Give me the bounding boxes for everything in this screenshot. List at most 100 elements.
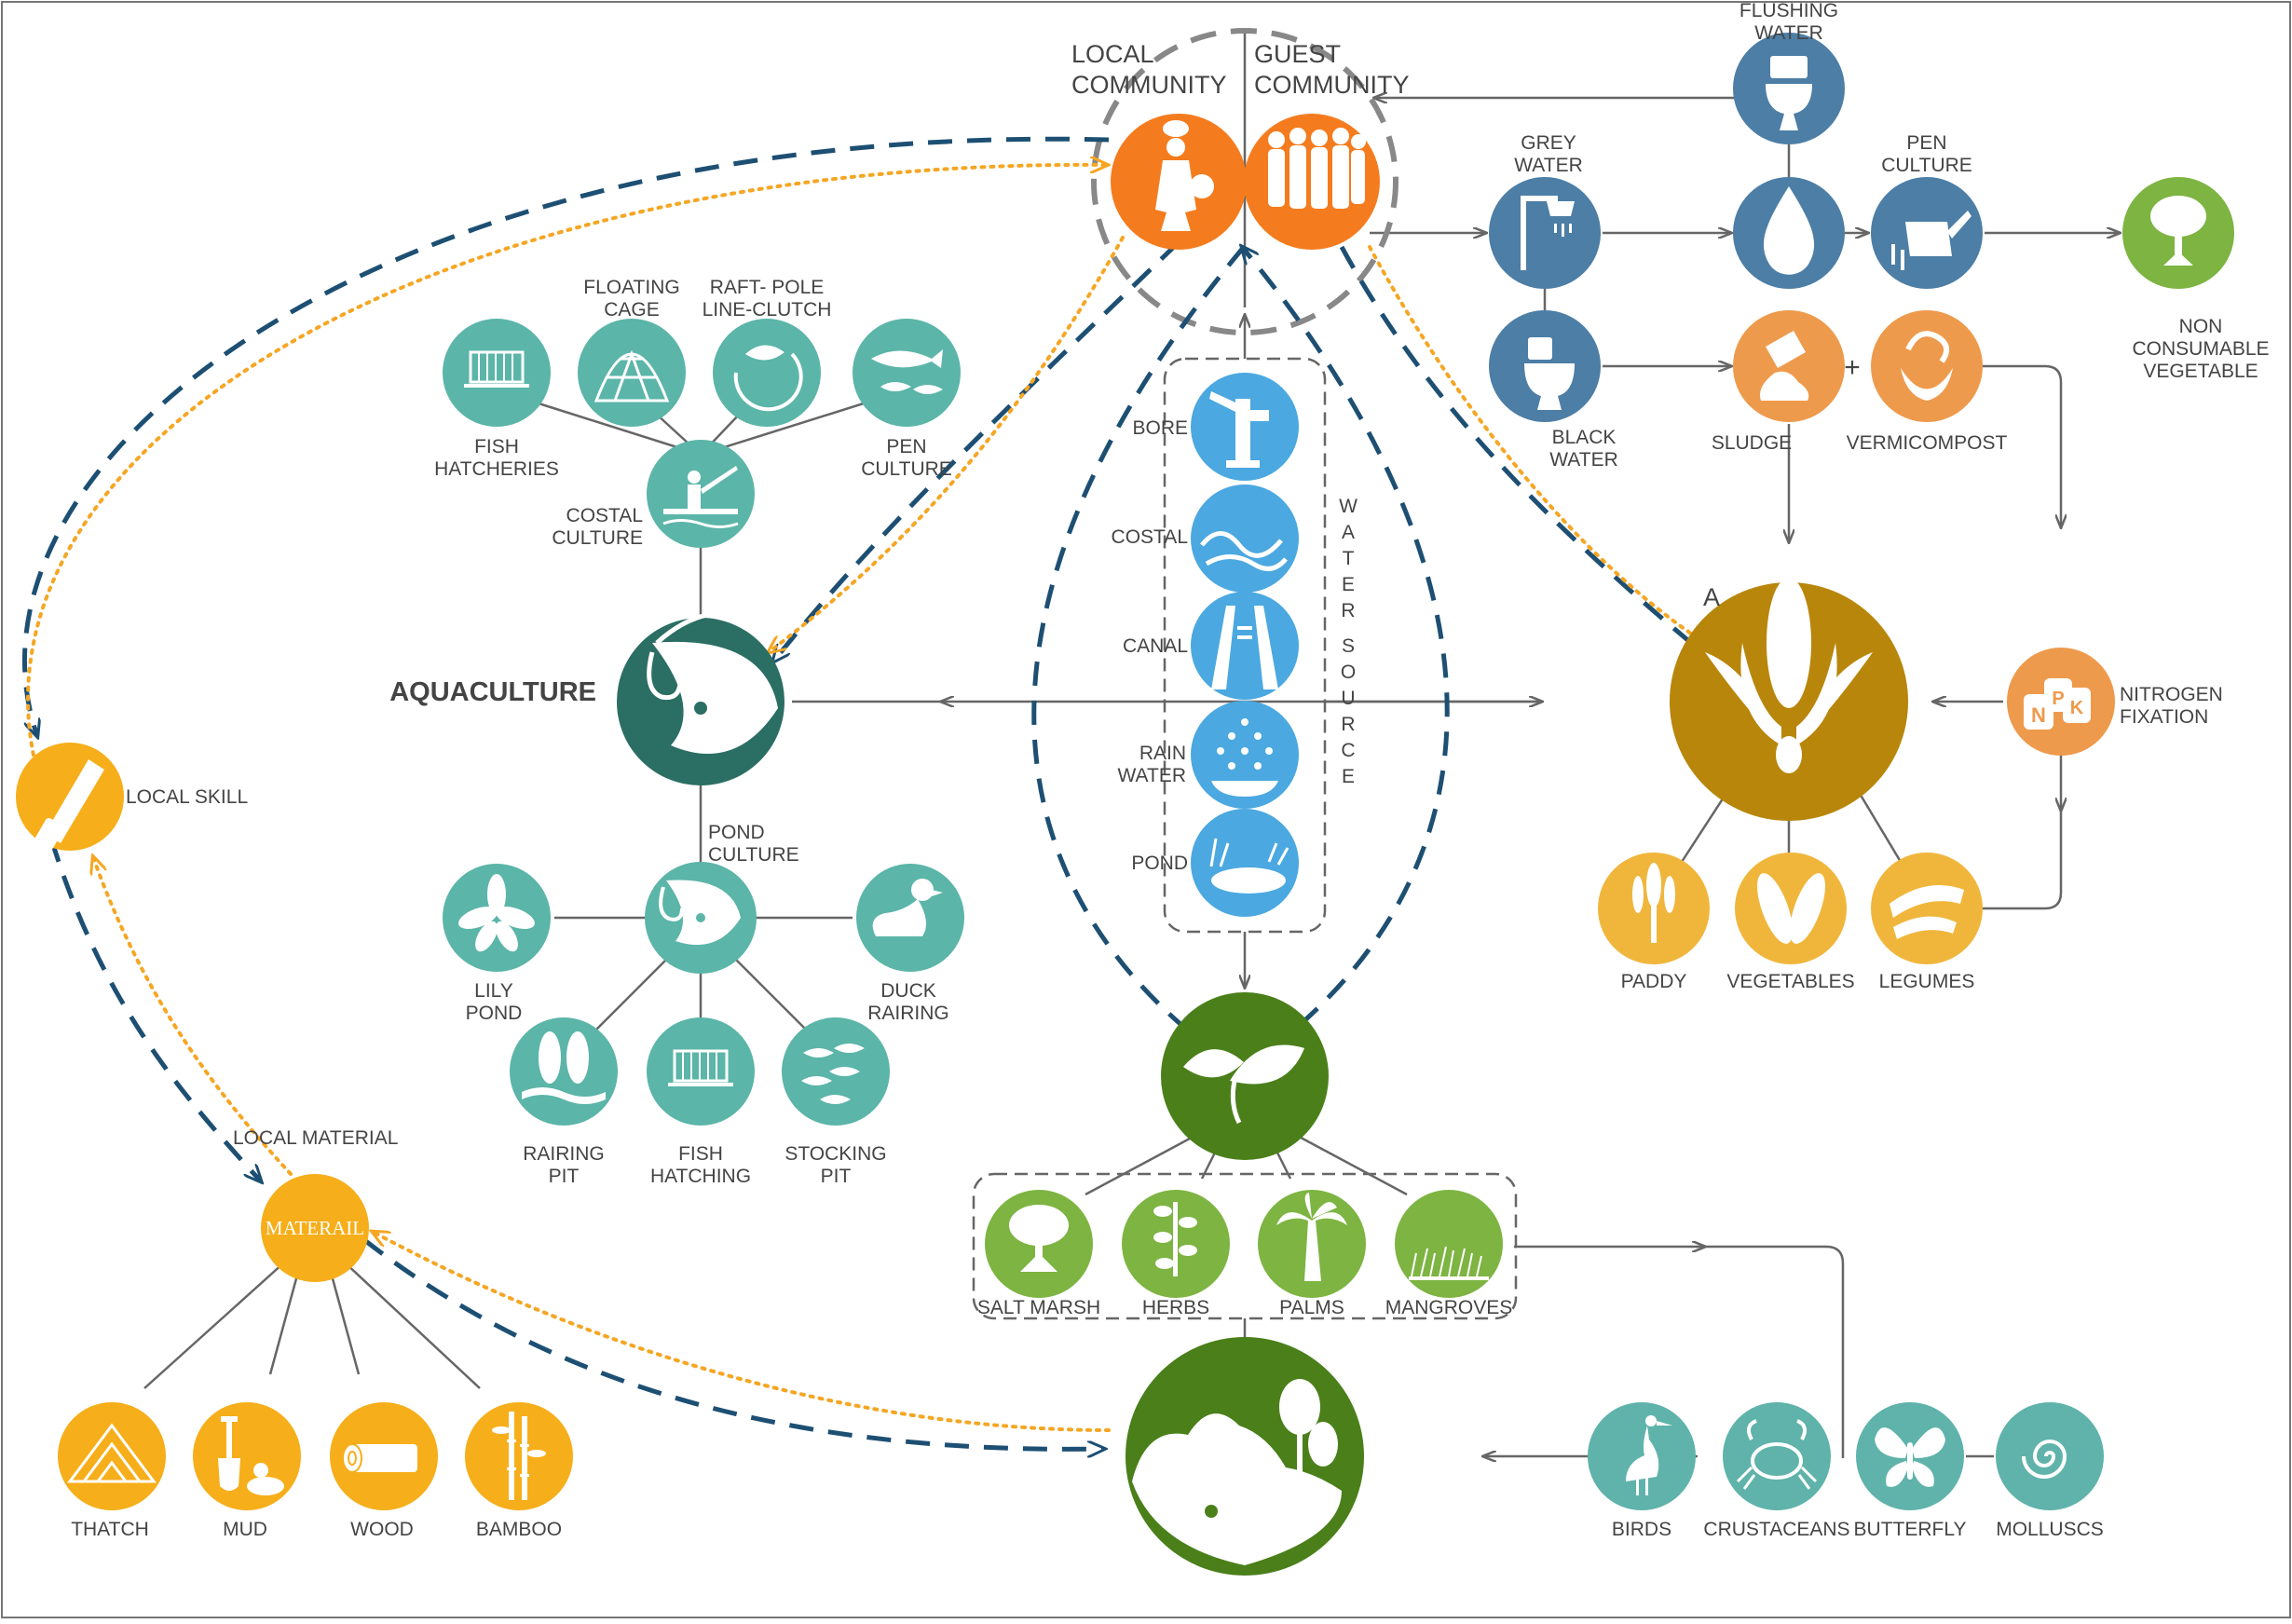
lily-pond-label-2: POND [466,1003,523,1024]
agriculture-partial-label: A [1703,583,1720,611]
flushing-water-node[interactable] [1733,33,1845,144]
materail-node-label: MATERAIL [266,1217,364,1239]
non-consumable-vegetable-node[interactable] [2122,177,2234,289]
vermicompost-label: VERMICOMPOST [1847,432,2008,454]
pen-culture-aqua-label-2: CULTURE [861,458,952,480]
wood-node[interactable] [330,1402,438,1510]
pond-water-node[interactable] [1191,809,1299,917]
salt-marsh-node[interactable] [985,1190,1093,1298]
herb-icon [1153,1202,1197,1276]
ws-letter: A [1342,522,1355,543]
connector-lines [143,28,2120,1458]
water-source-rain-label: RAIN [1139,743,1186,764]
local-skill-node[interactable] [16,743,124,851]
canal-icon [1211,606,1278,689]
grey-water-label-1: GREY [1521,132,1576,154]
sludge-node[interactable] [1733,310,1845,422]
ws-letter: W [1339,496,1357,517]
treatment-droplet-node[interactable] [1733,177,1845,289]
molluscs-label: MOLLUSCS [1996,1519,2104,1540]
water-source-box [1163,357,1327,934]
stocking-pit-node[interactable] [782,1017,890,1126]
water-drop-icon [1763,186,1815,275]
vegetables-node[interactable] [1735,853,1847,964]
flushing-water-label-2: WATER [1754,22,1823,44]
duck-rairing-node[interactable] [856,864,964,972]
local-community-node[interactable] [1111,114,1247,250]
mud-node[interactable] [193,1402,301,1510]
butterfly-node[interactable] [1856,1402,1964,1510]
bore-node[interactable] [1191,373,1299,481]
lily-pond-node[interactable] [443,864,551,972]
pen-culture-water-node[interactable] [1871,177,1983,289]
fish-school-icon [871,349,943,394]
materail-node[interactable]: MATERAIL [261,1174,369,1282]
ws-letter: T [1343,548,1355,569]
grey-water-label-2: WATER [1514,155,1583,176]
guest-community-label-2: COMMUNITY [1254,71,1409,99]
pond-culture-label-1: POND [708,822,765,843]
pond-culture-node[interactable] [645,862,757,974]
ws-letter: E [1342,766,1355,787]
costal-culture-label-1: COSTAL [566,505,643,526]
shell-icon [2022,1440,2067,1479]
sludge-pour-icon [1760,331,1809,401]
thatch-hut-icon [67,1423,157,1483]
ws-letter: E [1342,574,1355,595]
palms-label: PALMS [1279,1297,1344,1318]
grey-water-node[interactable] [1489,177,1601,289]
vermicompost-node[interactable] [1871,310,1983,422]
black-water-label-1: BLACK [1552,427,1617,448]
paddy-node[interactable] [1598,853,1710,964]
bamboo-node[interactable] [465,1402,573,1510]
wave-icon [1200,531,1288,571]
mangroves-node[interactable] [1395,1190,1503,1298]
canal-node[interactable] [1191,592,1299,700]
forest-habitat-node[interactable] [1126,1337,1364,1576]
fish-hatching-node[interactable] [647,1017,755,1126]
paddy-stalk-icon [1632,863,1675,943]
agriculture-node[interactable] [1670,578,1908,821]
legume-pods-icon [1890,885,1964,939]
fish-hatcheries-label-2: HATCHERIES [434,458,559,480]
ws-letter: S [1342,635,1355,657]
thatch-node[interactable] [58,1402,166,1510]
mud-label: MUD [223,1519,267,1540]
raft-pole-label-1: RAFT- POLE [710,277,825,298]
raft-pole-node[interactable] [713,319,821,427]
rain-water-node[interactable] [1191,701,1299,809]
aquaculture-node[interactable] [617,610,784,785]
costal-culture-node[interactable] [647,440,755,548]
shovel-mud-icon [218,1416,284,1495]
island-landscape-icon [1132,1379,1342,1565]
saw-icon [34,759,104,851]
guest-community-node[interactable] [1244,114,1380,250]
pea-pods-icon [1757,873,1825,944]
rairing-pit-node[interactable] [510,1017,618,1126]
crustaceans-node[interactable] [1723,1402,1831,1510]
palms-node[interactable] [1258,1190,1366,1298]
ws-letter: C [1341,740,1355,761]
costal-node[interactable] [1191,484,1299,593]
floating-cage-node[interactable] [578,319,686,427]
birds-node[interactable] [1588,1402,1696,1510]
npk-letter-k: K [2070,698,2084,718]
fish-hatcheries-node[interactable] [443,319,551,427]
fish-hatching-label-1: FISH [678,1143,723,1165]
stocking-pit-label-2: PIT [821,1166,852,1187]
pen-culture-aqua-node[interactable] [853,319,961,427]
herbs-node[interactable] [1122,1190,1230,1298]
grass-icon [1409,1246,1489,1280]
nitrogen-label-1: NITROGEN [2120,684,2223,705]
black-water-node[interactable] [1489,310,1601,422]
hand-pump-icon [1209,391,1269,468]
guest-community-label-1: GUEST [1254,40,1341,68]
legumes-node[interactable] [1871,853,1983,964]
nitrogen-fixation-node[interactable]: N P K [2007,648,2115,756]
molluscs-node[interactable] [1996,1402,2104,1510]
vegetation-node[interactable] [1161,992,1329,1160]
dotted-orange-flows [26,165,1693,1432]
shower-icon [1521,196,1575,270]
